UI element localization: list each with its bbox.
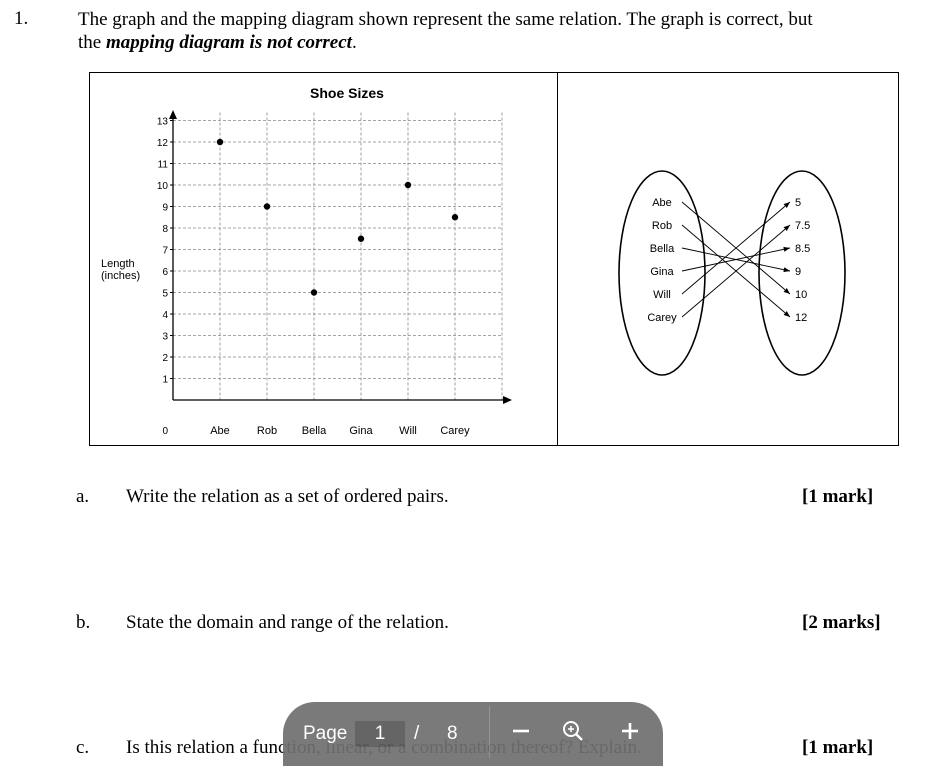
y-tick-label: 6 <box>162 267 168 278</box>
range-item: 5 <box>795 197 801 209</box>
data-point <box>404 181 412 189</box>
mapping-arrow <box>681 246 791 272</box>
range-item: 9 <box>795 266 801 278</box>
domain-item: Carey <box>647 312 677 324</box>
x-axis-arrow <box>503 396 512 404</box>
y-tick-label: 13 <box>157 117 169 128</box>
data-point <box>216 138 224 146</box>
zoom-fit-icon <box>563 721 583 741</box>
shoe-sizes-chart: Shoe Sizes Length (inches) 0123456789101… <box>101 85 512 437</box>
page-label: Page <box>303 723 348 744</box>
y-axis-arrow <box>169 110 177 119</box>
y-tick-label: 7 <box>162 246 168 257</box>
zoom-fit-button[interactable] <box>558 716 588 746</box>
part-c-marks: [1 mark] <box>802 737 874 758</box>
domain-item: Bella <box>650 243 675 255</box>
question-number: 1. <box>14 8 29 29</box>
zoom-out-icon <box>513 729 529 733</box>
range-item: 8.5 <box>795 243 810 255</box>
toolbar-divider <box>489 706 490 758</box>
prompt-line-1: The graph and the mapping diagram shown … <box>78 9 813 30</box>
range-item: 7.5 <box>795 220 810 232</box>
part-c-label: c. <box>76 737 90 758</box>
y-axis-label-line-1: Length <box>101 258 135 270</box>
pdf-page-toolbar: Page 1 / 8 <box>283 702 663 766</box>
figure-divider <box>557 73 558 445</box>
y-tick-label: 2 <box>162 353 168 364</box>
x-tick-label: Bella <box>302 425 327 437</box>
y-tick-label: 9 <box>162 203 168 214</box>
y-tick-label: 8 <box>162 224 168 235</box>
domain-oval <box>618 170 706 376</box>
data-point <box>451 214 459 221</box>
y-tick-label: 1 <box>162 375 168 386</box>
range-item: 12 <box>795 312 807 324</box>
domain-item: Gina <box>650 266 674 278</box>
data-point <box>310 289 318 296</box>
prompt-line-2-prefix: the <box>78 32 106 53</box>
y-axis-label-line-2: (inches) <box>101 270 140 282</box>
part-b-label: b. <box>76 612 91 633</box>
zoom-in-icon <box>622 723 638 739</box>
part-a-marks: [1 mark] <box>802 486 874 507</box>
x-tick-label: Rob <box>257 425 277 437</box>
y-tick-label: 12 <box>157 138 169 149</box>
part-b-marks: [2 marks] <box>802 612 881 633</box>
zoom-in-button[interactable] <box>615 716 645 746</box>
prompt-emphasis: mapping diagram is not correct <box>105 32 352 53</box>
page-number-input[interactable]: 1 <box>355 721 405 747</box>
y-tick-label: 5 <box>162 289 168 300</box>
range-oval <box>758 170 846 376</box>
x-tick-label: Carey <box>440 425 470 437</box>
part-b-text: State the domain and range of the relati… <box>126 612 449 633</box>
y-tick-label: 10 <box>157 181 169 192</box>
x-tick-label: Will <box>399 425 417 437</box>
y-tick-label: 4 <box>162 310 168 321</box>
domain-item: Abe <box>652 197 672 209</box>
domain-item: Rob <box>652 220 672 232</box>
page-separator: / <box>414 723 420 744</box>
question-prompt: The graph and the mapping diagram shown … <box>78 8 938 54</box>
range-item: 10 <box>795 289 807 301</box>
x-tick-label: Abe <box>210 425 230 437</box>
mapping-arrow <box>681 201 791 295</box>
total-pages: 8 <box>447 723 458 744</box>
data-point <box>357 235 365 242</box>
part-a-text: Write the relation as a set of ordered p… <box>126 486 449 507</box>
mapping-arrow <box>681 224 791 318</box>
domain-item: Will <box>653 289 671 301</box>
y-tick-label: 3 <box>162 332 168 343</box>
y-tick-label: 11 <box>158 160 169 171</box>
data-point <box>263 203 271 210</box>
x-tick-label: Gina <box>349 425 373 437</box>
prompt-line-2-suffix: . <box>351 32 357 53</box>
part-a-label: a. <box>76 486 90 507</box>
y-tick-label: 0 <box>162 426 168 437</box>
chart-title: Shoe Sizes <box>310 85 384 101</box>
zoom-out-button[interactable] <box>506 716 536 746</box>
